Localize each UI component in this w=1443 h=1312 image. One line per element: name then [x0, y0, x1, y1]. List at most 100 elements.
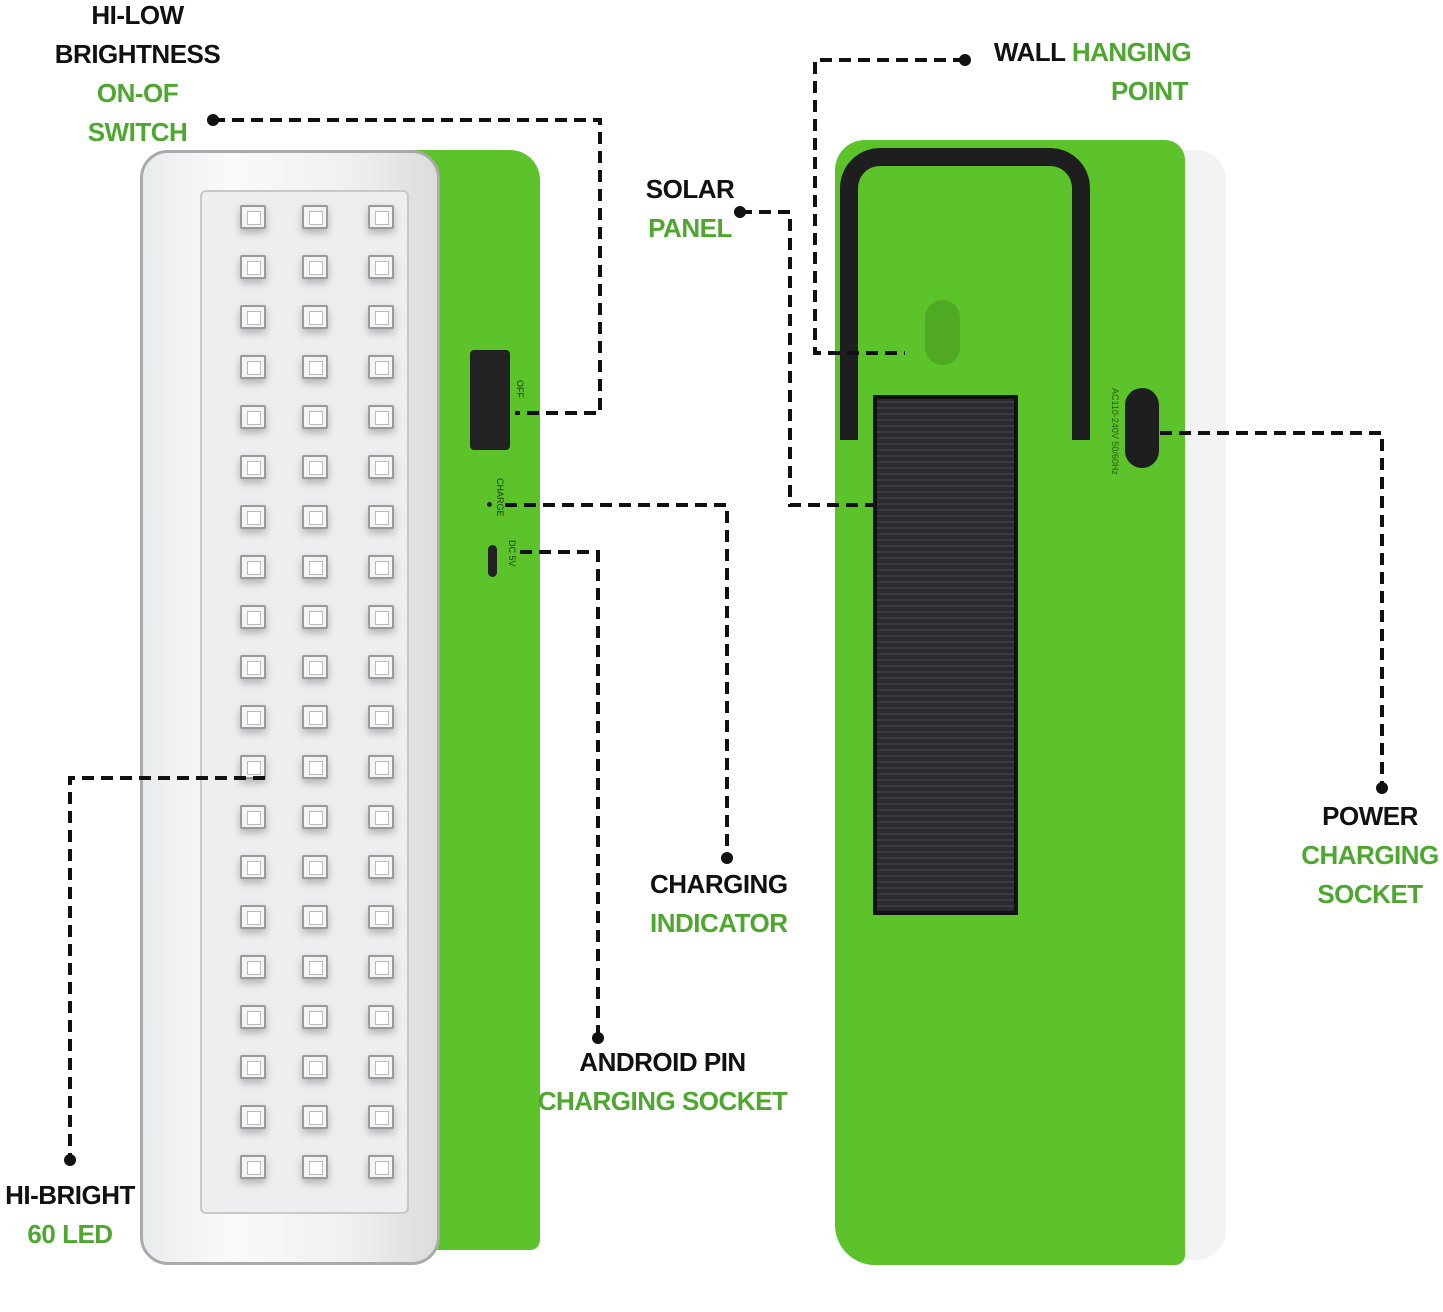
led: [302, 555, 328, 579]
led: [302, 255, 328, 279]
led: [368, 1105, 394, 1129]
led: [368, 255, 394, 279]
led: [368, 505, 394, 529]
label-line: CHARGING: [1301, 840, 1439, 870]
led: [240, 955, 266, 979]
led: [368, 605, 394, 629]
label-line: 60 LED: [27, 1219, 113, 1249]
led: [368, 455, 394, 479]
led: [368, 705, 394, 729]
led: [302, 605, 328, 629]
dot-android: [592, 1032, 604, 1044]
led: [302, 905, 328, 929]
led: [368, 1055, 394, 1079]
label-line: SOCKET: [1317, 879, 1423, 909]
label-line: HI-LOW: [91, 0, 184, 30]
led: [240, 1055, 266, 1079]
led: [368, 755, 394, 779]
led: [240, 555, 266, 579]
led: [368, 805, 394, 829]
label-line: INDICATOR: [650, 908, 788, 938]
label-charging-indicator: CHARGING INDICATOR: [650, 865, 805, 943]
led: [302, 1005, 328, 1029]
led: [368, 205, 394, 229]
label-line: HANGING: [1071, 37, 1192, 67]
led: [240, 355, 266, 379]
led: [302, 405, 328, 429]
dot-power: [1376, 782, 1388, 794]
led: [368, 405, 394, 429]
leader-switch: [213, 118, 602, 415]
led: [240, 905, 266, 929]
label-line: CHARGING: [650, 869, 788, 899]
label-line: ON-OF: [96, 78, 179, 108]
leader-led: [68, 776, 265, 1160]
led: [240, 455, 266, 479]
led: [240, 505, 266, 529]
led: [240, 405, 266, 429]
wall-hanging-hole: [925, 300, 960, 365]
led: [240, 655, 266, 679]
led: [368, 305, 394, 329]
led: [302, 305, 328, 329]
brightness-switch[interactable]: [470, 350, 510, 450]
leader-solar: [740, 210, 880, 507]
led: [240, 855, 266, 879]
leader-android: [520, 550, 600, 1038]
label-switch: HI-LOW BRIGHTNESS ON-OF SWITCH: [40, 0, 235, 152]
label-line: HI-BRIGHT: [5, 1180, 135, 1210]
label-line: ANDROID PIN: [579, 1047, 746, 1077]
led: [368, 655, 394, 679]
dot-wall: [959, 54, 971, 66]
led: [240, 305, 266, 329]
led: [368, 555, 394, 579]
led: [240, 1155, 266, 1179]
leader-power: [1160, 431, 1384, 788]
label-line: SOLAR: [645, 174, 735, 204]
led: [302, 505, 328, 529]
led: [302, 755, 328, 779]
label-android-socket: ANDROID PIN CHARGING SOCKET: [530, 1043, 795, 1121]
led: [368, 905, 394, 929]
led: [302, 855, 328, 879]
led: [368, 1005, 394, 1029]
label-line: CHARGING SOCKET: [537, 1086, 788, 1116]
label-led: HI-BRIGHT 60 LED: [0, 1176, 140, 1254]
led: [240, 805, 266, 829]
led: [302, 805, 328, 829]
led: [302, 205, 328, 229]
led: [302, 355, 328, 379]
label-line: WALL: [993, 37, 1066, 67]
solar-panel: [873, 395, 1018, 915]
label-solar: SOLAR PANEL: [640, 170, 740, 248]
leader-wall: [813, 58, 965, 355]
wall-hanging-handle: [840, 148, 1090, 440]
label-line: POWER: [1322, 801, 1418, 831]
led: [240, 605, 266, 629]
power-charging-socket[interactable]: [1125, 388, 1159, 468]
led: [302, 955, 328, 979]
label-wall-hanging: WALL HANGING POINT: [985, 33, 1200, 111]
led: [302, 455, 328, 479]
led: [368, 955, 394, 979]
led: [368, 855, 394, 879]
led: [302, 1105, 328, 1129]
label-power-socket: POWER CHARGING SOCKET: [1295, 797, 1443, 914]
dot-led: [64, 1154, 76, 1166]
dot-switch: [207, 114, 219, 126]
led: [240, 205, 266, 229]
led: [302, 1155, 328, 1179]
led: [302, 705, 328, 729]
led: [368, 1155, 394, 1179]
led: [240, 255, 266, 279]
led: [240, 1005, 266, 1029]
led: [302, 1055, 328, 1079]
dot-indicator: [721, 852, 733, 864]
label-line: POINT: [1111, 76, 1188, 106]
led: [368, 355, 394, 379]
micro-usb-socket: [488, 545, 497, 577]
led: [240, 1105, 266, 1129]
charging-indicator-light: [487, 502, 492, 507]
dot-solar: [734, 206, 746, 218]
